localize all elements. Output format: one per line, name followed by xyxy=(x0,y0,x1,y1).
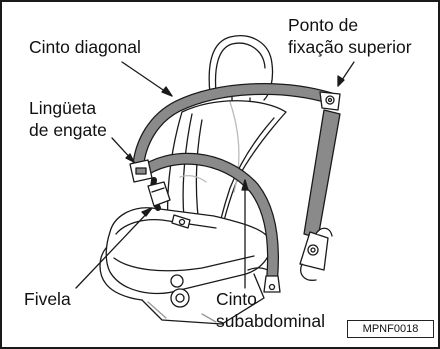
upper-anchor xyxy=(320,92,340,110)
buckle xyxy=(148,180,170,208)
upper-anchor-label-line1: Ponto de xyxy=(288,14,412,36)
lap-belt-label: Cinto subabdominal xyxy=(216,288,325,332)
diagonal-belt-label: Cinto diagonal xyxy=(29,36,141,58)
latch-tongue-label: Lingüeta de engate xyxy=(29,97,107,141)
figure-code: MPNF0018 xyxy=(347,320,434,338)
latch-tongue-label-line1: Lingüeta xyxy=(29,97,107,119)
latch-plate xyxy=(130,160,152,182)
lap-belt-label-line2: subabdominal xyxy=(216,310,325,332)
upper-anchor-label-line2: fixação superior xyxy=(288,36,412,58)
retractor xyxy=(300,110,340,280)
lap-belt-label-line1: Cinto xyxy=(216,288,325,310)
upper-anchor-label: Ponto de fixação superior xyxy=(288,14,412,58)
buckle-label: Fivela xyxy=(24,288,71,310)
latch-tongue-label-line2: de engate xyxy=(29,119,107,141)
